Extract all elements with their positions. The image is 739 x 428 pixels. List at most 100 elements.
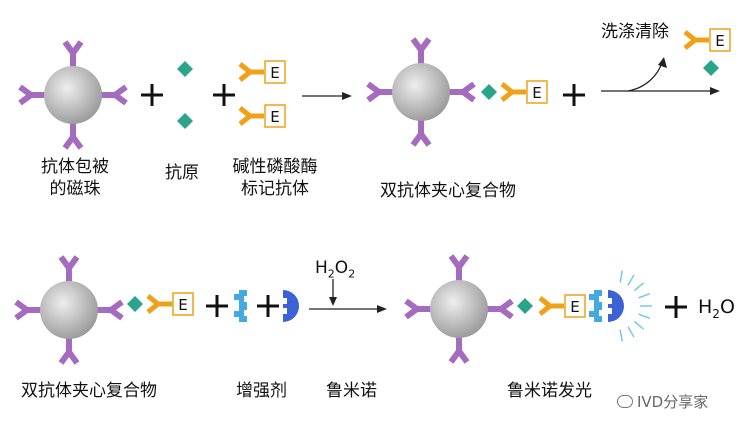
enhancer-label: 增强剂 — [236, 381, 287, 401]
bead-sphere — [392, 63, 450, 121]
light-ray — [627, 326, 635, 338]
alp-antibody-label-line1: 碱性磷酸酶 — [232, 157, 318, 177]
enzyme-box — [172, 292, 194, 316]
light-ray — [633, 320, 645, 330]
enzyme-box — [709, 28, 731, 52]
enzyme-antibody-arm — [685, 32, 709, 48]
antibody-icon — [61, 257, 77, 282]
bead-sphere — [44, 66, 102, 124]
magnetic-bead-icon — [368, 39, 474, 145]
antigen-icon — [481, 84, 497, 100]
enzyme-letter: E — [715, 32, 724, 50]
enhancer-icon — [589, 290, 602, 322]
enzyme-antibody-arm — [540, 298, 564, 314]
enzyme-box — [564, 294, 586, 318]
antibody-icon — [20, 87, 45, 103]
enzyme-letter: E — [270, 108, 279, 126]
bead-label: 抗体包被 的磁珠 — [20, 156, 130, 200]
plus-sign — [665, 296, 687, 318]
bead-label-line2: 的磁珠 — [49, 179, 101, 199]
enzyme-box — [526, 80, 548, 104]
antibody-icon — [65, 42, 81, 67]
h2o2-o: O — [334, 258, 349, 278]
light-ray — [633, 282, 645, 292]
antibody-icon — [101, 87, 126, 103]
wash-branch — [627, 61, 663, 92]
enzyme-antibody-arm — [240, 64, 264, 80]
arrow-head — [342, 92, 352, 100]
antigen-icon — [127, 296, 143, 312]
enzyme-labeled-antibody-icon: E — [240, 104, 286, 128]
antibody-icon — [368, 84, 393, 100]
antibody-icon — [16, 302, 41, 318]
enhancer-tooth — [234, 294, 239, 300]
antibody-icon — [487, 301, 512, 317]
alp-antibody-label: 碱性磷酸酶 标记抗体 — [225, 156, 325, 200]
enzyme-box — [264, 104, 286, 128]
water-o: O — [719, 296, 735, 318]
enzyme-labeled-antibody-icon: E — [685, 28, 731, 52]
enzyme-letter: E — [532, 84, 541, 102]
reaction-arrow-1 — [302, 92, 352, 100]
antigen-icon — [517, 298, 533, 314]
antibody-icon — [451, 256, 467, 281]
antibody-icon — [451, 337, 467, 362]
antibody-icon — [449, 84, 474, 100]
enhancer-tooth — [234, 311, 239, 317]
enhancer-icon — [234, 290, 247, 322]
light-ray — [619, 270, 623, 283]
antibody-icon — [413, 39, 429, 64]
enzyme-letter: E — [570, 298, 579, 316]
enhancer-tooth — [589, 311, 594, 317]
plus-sign — [257, 295, 279, 317]
enzyme-antibody-arm — [502, 84, 526, 100]
enhancer-shape — [239, 290, 247, 322]
enzyme-box — [264, 60, 286, 84]
wash-branch-head — [658, 57, 667, 68]
antibody-icon — [61, 338, 77, 363]
water-sub: 2 — [712, 306, 720, 321]
wash-arrow — [601, 87, 720, 95]
h2o2-sub2: 2 — [348, 267, 356, 281]
luminol-glow-label: 鲁米诺发光 — [507, 381, 592, 401]
antibody-icon — [97, 302, 122, 318]
enzyme-letter: E — [178, 296, 187, 314]
h2o2-down-arrow-head — [329, 297, 337, 306]
antigen-icon — [177, 113, 193, 129]
luminol-icon — [608, 290, 624, 322]
arrow-head — [377, 305, 387, 313]
h2o2-h: H — [315, 258, 328, 278]
light-burst-icon — [619, 270, 652, 342]
magnetic-bead-icon — [406, 256, 512, 362]
luminol-icon — [283, 290, 299, 322]
alp-antibody-label-line2: 标记抗体 — [241, 179, 309, 199]
bead-sphere — [430, 280, 488, 338]
antibody-icon — [406, 301, 431, 317]
watermark-text: IVD分享家 — [637, 393, 709, 411]
antibody-icon — [65, 123, 81, 148]
wash-label: 洗涤清除 — [601, 22, 669, 42]
watermark: IVD分享家 — [617, 391, 708, 412]
plus-sign — [206, 295, 228, 317]
enzyme-labeled-antibody-icon: E — [240, 60, 286, 84]
magnetic-bead-icon — [16, 257, 122, 363]
h2o2-label: H2O2 — [315, 257, 355, 285]
light-ray — [638, 293, 651, 299]
h2o2-sub1: 2 — [327, 267, 335, 281]
sandwich-complex-label-top: 双抗体夹心复合物 — [380, 181, 516, 201]
luminol-label: 鲁米诺 — [326, 381, 377, 401]
bead-label-line1: 抗体包被 — [41, 157, 109, 177]
enhancer-tooth — [589, 294, 594, 300]
enhancer-shape — [594, 290, 602, 322]
arrow-head — [710, 87, 720, 95]
sandwich-complex-label-bottom: 双抗体夹心复合物 — [21, 381, 157, 401]
reaction-arrow-2 — [309, 305, 387, 313]
enzyme-antibody-arm — [148, 296, 172, 312]
antibody-icon — [413, 120, 429, 145]
antigen-label: 抗原 — [165, 163, 199, 183]
enzyme-labeled-antibody-icon: E — [540, 294, 586, 318]
magnetic-bead-icon — [20, 42, 126, 148]
water-h: H — [698, 296, 713, 318]
water-label: H2O — [698, 296, 735, 325]
